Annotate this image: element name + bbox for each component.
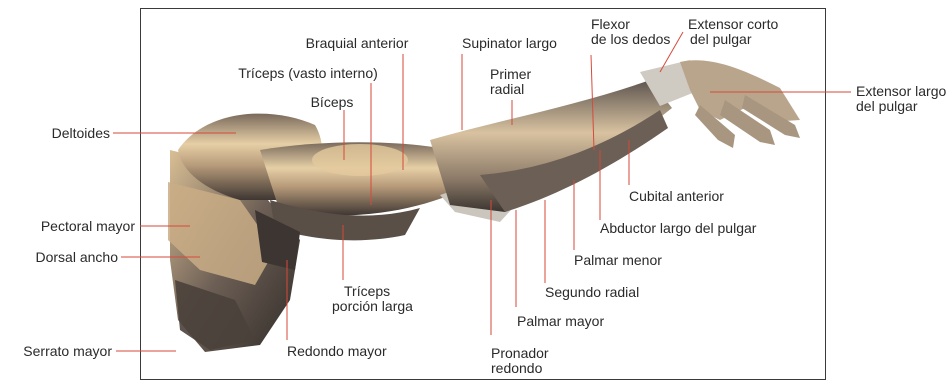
label-pronador-line1: Pronador bbox=[491, 346, 549, 361]
label-pronador-line2: redondo bbox=[491, 361, 549, 376]
label-triceps-porcion-larga: Tríceps porción larga bbox=[332, 284, 413, 314]
label-abductor-largo: Abductor largo del pulgar bbox=[600, 221, 756, 236]
label-pectoral-mayor: Pectoral mayor bbox=[41, 219, 135, 234]
label-extensor-corto: Extensor corto del pulgar bbox=[688, 17, 778, 47]
label-redondo-mayor: Redondo mayor bbox=[287, 344, 387, 359]
label-dorsal-ancho: Dorsal ancho bbox=[36, 250, 119, 265]
label-flexor-line2: de los dedos bbox=[591, 32, 670, 47]
label-braquial-anterior: Braquial anterior bbox=[306, 36, 409, 51]
leader-flexor bbox=[591, 55, 594, 150]
label-primer-radial: Primer radial bbox=[490, 67, 531, 97]
label-extensor-largo: Extensor largo del pulgar bbox=[856, 84, 946, 114]
label-pronador-redondo: Pronador redondo bbox=[491, 346, 549, 376]
label-deltoides: Deltoides bbox=[52, 126, 110, 141]
label-extensor-corto-line1: Extensor corto bbox=[688, 17, 778, 32]
label-cubital-anterior: Cubital anterior bbox=[629, 189, 724, 204]
label-extensor-largo-line1: Extensor largo bbox=[856, 84, 946, 99]
label-biceps: Bíceps bbox=[311, 95, 354, 110]
label-serrato-mayor: Serrato mayor bbox=[23, 344, 112, 359]
label-primer-radial-line1: Primer bbox=[490, 67, 531, 82]
label-palmar-menor: Palmar menor bbox=[574, 253, 662, 268]
label-triceps-line1: Tríceps bbox=[332, 284, 413, 299]
label-extensor-corto-line2: del pulgar bbox=[688, 32, 778, 47]
label-flexor-dedos: Flexor de los dedos bbox=[591, 17, 670, 47]
label-extensor-largo-line2: del pulgar bbox=[856, 99, 946, 114]
label-triceps-line2: porción larga bbox=[332, 299, 413, 314]
label-flexor-line1: Flexor bbox=[591, 17, 670, 32]
label-triceps-vasto-interno: Tríceps (vasto interno) bbox=[238, 66, 378, 81]
label-palmar-mayor: Palmar mayor bbox=[517, 314, 604, 329]
label-primer-radial-line2: radial bbox=[490, 82, 531, 97]
label-supinator-largo: Supinator largo bbox=[462, 36, 557, 51]
label-segundo-radial: Segundo radial bbox=[545, 285, 639, 300]
